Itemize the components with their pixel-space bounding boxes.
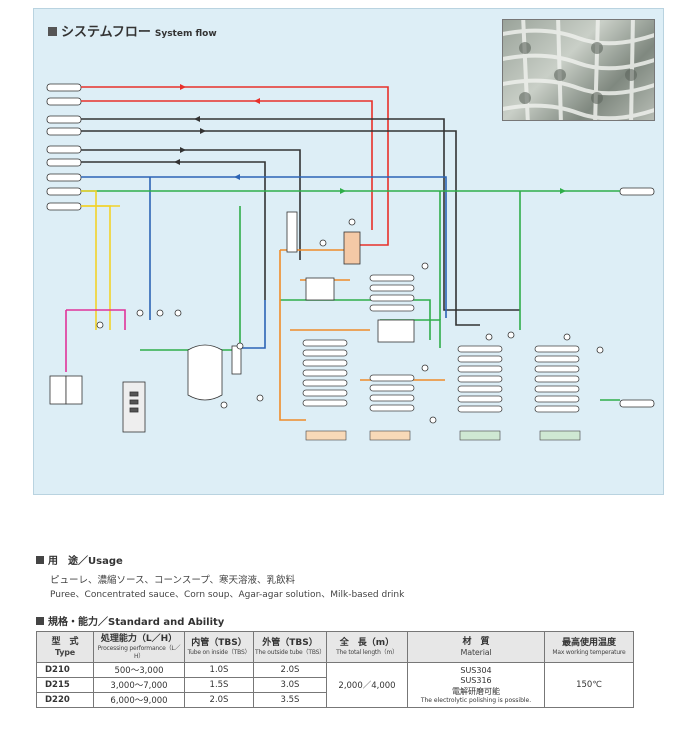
- table-row: D220 6,000～9,000 2.0S 3.5S: [36, 692, 634, 709]
- source-tag: [46, 145, 82, 154]
- header-capacity: 処理能力（L／H）Processing performance（L／H）: [93, 630, 185, 664]
- filter-vessel: [231, 345, 242, 375]
- equipment-photo-art: [503, 20, 654, 120]
- heading-square-icon: [48, 27, 57, 36]
- holding-vessel: [286, 211, 298, 253]
- header-inner-tube: 内管（TBS）Tube on inside（TBS）: [184, 630, 254, 664]
- control-box: [305, 277, 335, 301]
- gauges: [96, 218, 604, 424]
- spec-heading: 規格・能力／Standard and Ability: [36, 613, 224, 628]
- usage-heading-en: Usage: [88, 556, 123, 567]
- table-row: D210 500～3,000 1.0S 2.0S 2,000／4,000 SUS…: [36, 662, 634, 709]
- usage-text-jp: ピューレ、濃縮ソース、コーンスープ、寒天溶液、乳飲料: [50, 575, 296, 586]
- flow-diagram: [46, 83, 655, 441]
- usage-heading: 用 途／Usage: [36, 552, 123, 567]
- heading-square-icon: [36, 617, 44, 625]
- spec-heading-en: Standard and Ability: [108, 617, 225, 628]
- source-tag: [46, 173, 82, 182]
- source-label-tags: [46, 83, 655, 408]
- max-temp-cell: 150℃: [544, 662, 634, 709]
- equipment: [49, 211, 415, 433]
- buffer-tank: [187, 344, 223, 401]
- usage-text-en: Puree、Concentrated sauce、Corn soup、Agar-…: [50, 590, 405, 600]
- source-tag: [46, 187, 82, 196]
- supply-tank: [49, 375, 67, 405]
- control-box: [377, 319, 415, 343]
- source-tag: [46, 158, 82, 167]
- flow-title-en: System flow: [154, 29, 217, 39]
- heater: [343, 231, 361, 265]
- flow-title-jp: システムフロー: [61, 25, 151, 40]
- output-tag: [619, 399, 655, 408]
- control-panel: [122, 381, 146, 433]
- supply-tank: [65, 375, 83, 405]
- header-outer-tube: 外管（TBS）The outside tube（TBS）: [253, 630, 327, 664]
- flow-arrows: [174, 84, 566, 194]
- spec-heading-jp: 規格・能力: [48, 617, 98, 628]
- source-tag: [46, 127, 82, 136]
- heading-square-icon: [36, 556, 44, 564]
- source-tag: [46, 202, 82, 211]
- source-tag: [46, 83, 82, 92]
- header-length: 全 長（m）The total length（m）: [326, 630, 408, 664]
- material-cell: SUS304 SUS316 電解研磨可能 The electrolytic po…: [407, 662, 545, 709]
- heat-exchangers: [302, 274, 580, 413]
- length-cell: 2,000／4,000: [326, 662, 408, 709]
- output-tag: [619, 187, 655, 196]
- section-label-boxes: [305, 430, 581, 441]
- equipment-photo: [502, 19, 655, 121]
- source-tag: [46, 97, 82, 106]
- source-tag: [46, 115, 82, 124]
- usage-heading-jp: 用 途: [48, 556, 78, 567]
